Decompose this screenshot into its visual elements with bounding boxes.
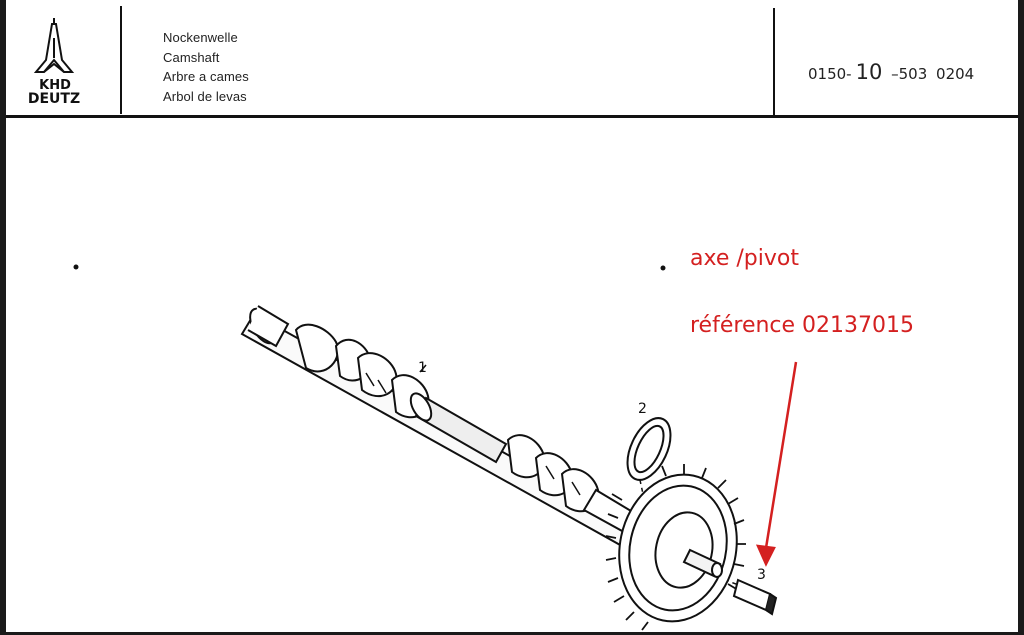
part-number-middle: –503 (891, 65, 928, 83)
callout-3: 3 (757, 567, 766, 583)
header-divider (6, 115, 1018, 118)
part-number-main: 10 (855, 60, 883, 84)
annotation-axe-pivot: axe /pivot (690, 246, 799, 271)
callout-1: 1 (418, 360, 427, 376)
key-pin-icon (732, 578, 778, 616)
cathedral-logo-icon (33, 18, 75, 73)
partno-divider (773, 8, 775, 115)
camshaft-icon (240, 305, 638, 548)
title-block: Nockenwelle Camshaft Arbre a cames Arbol… (163, 28, 249, 106)
part-number-suffix: 0204 (936, 65, 975, 83)
camshaft-diagram (73, 264, 798, 631)
khd-deutz-logo: KHD DEUTZ (28, 18, 80, 106)
arrow-icon (755, 361, 798, 567)
part-number: 0150-10 –503 0204 (808, 60, 978, 84)
title-en: Camshaft (163, 49, 220, 65)
annotation-reference: référence 02137015 (690, 313, 915, 338)
logo-text-deutz: DEUTZ (28, 91, 80, 106)
thrust-ring-icon (626, 417, 672, 481)
callout-2: 2 (638, 401, 647, 417)
title-es: Arbol de levas (163, 88, 247, 104)
frame-right (1018, 0, 1024, 635)
logo-divider (120, 6, 122, 114)
title-de: Nockenwelle (163, 30, 238, 45)
gear-icon (605, 464, 746, 631)
frame-left (0, 0, 6, 635)
part-number-prefix: 0150- (808, 65, 852, 83)
frame-bottom (0, 632, 1024, 635)
title-fr: Arbre a cames (163, 69, 249, 84)
logo-text-khd: KHD (39, 78, 71, 93)
